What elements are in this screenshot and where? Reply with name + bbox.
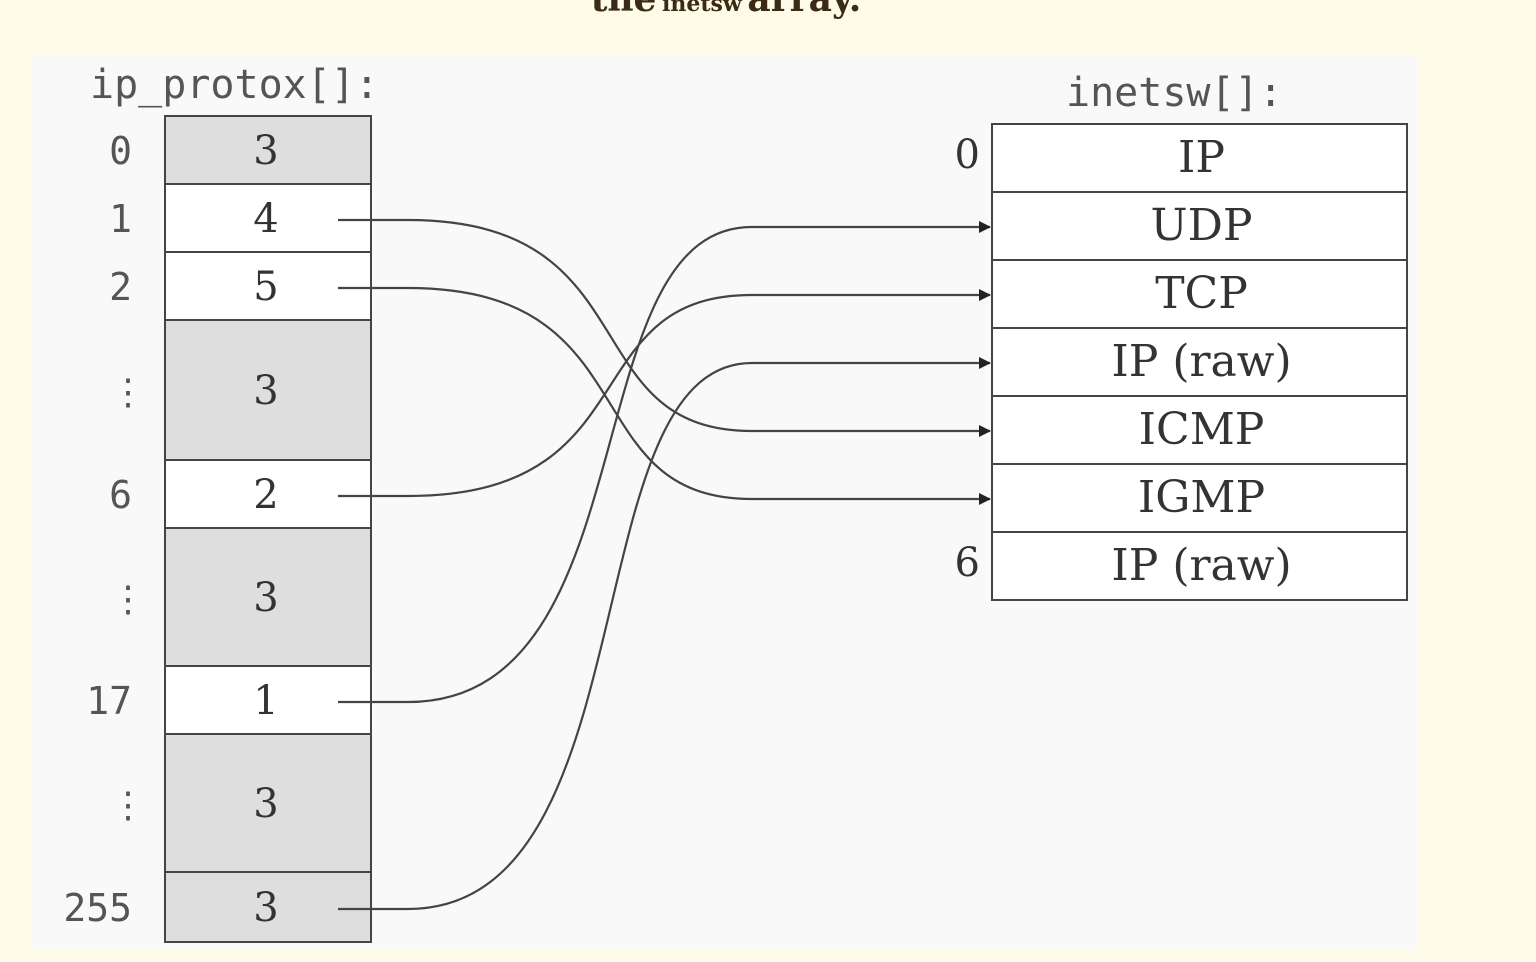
ip-protox-cell: 1 17 bbox=[86, 665, 372, 735]
inetsw-cell: IP (raw) 6 bbox=[955, 531, 1408, 601]
inetsw-cell: UDP bbox=[991, 191, 1408, 261]
ip-protox-cell-box bbox=[164, 527, 372, 667]
inetsw-label: IP bbox=[1178, 132, 1225, 183]
ip-protox-cell-box bbox=[164, 733, 372, 873]
ip-protox-cell: 3⋮ bbox=[110, 319, 372, 461]
ip-protox-cell: 3 255 bbox=[63, 871, 372, 943]
ip-protox-value: 3 bbox=[253, 885, 278, 931]
caption-suffix: array. bbox=[747, 0, 861, 20]
ip-protox-cell: 3⋮ bbox=[110, 733, 372, 873]
ip-protox-index: ⋮ bbox=[110, 785, 146, 826]
inetsw-label: IP (raw) bbox=[1111, 540, 1291, 591]
inetsw-label: TCP bbox=[1155, 268, 1248, 319]
ip-protox-value: 3 bbox=[253, 128, 278, 174]
inetsw-cell: IGMP bbox=[991, 463, 1408, 533]
ip-protox-index: ⋮ bbox=[110, 579, 146, 620]
ip-protox-cell-box bbox=[164, 115, 372, 185]
inetsw-cell-box bbox=[991, 259, 1408, 329]
inetsw-label: IP (raw) bbox=[1111, 336, 1291, 387]
inetsw-cell-box bbox=[991, 123, 1408, 193]
ip-protox-value: 3 bbox=[253, 781, 278, 827]
inetsw-label: UDP bbox=[1151, 200, 1253, 251]
ip-protox-index: 6 bbox=[109, 473, 132, 517]
ip-protox-index: 1 bbox=[109, 197, 132, 241]
inetsw-cell-box bbox=[991, 395, 1408, 465]
mapping-arrow bbox=[338, 221, 991, 704]
inetsw-cell: TCP bbox=[991, 259, 1408, 329]
ip-protox-value: 4 bbox=[253, 196, 278, 242]
ip-protox-index: 0 bbox=[109, 129, 132, 173]
ip-protox-index: 17 bbox=[86, 679, 132, 723]
mapping-arrow bbox=[338, 218, 991, 437]
inetsw-index: 0 bbox=[955, 132, 980, 178]
inetsw-label: ICMP bbox=[1139, 404, 1265, 455]
ip-protox-value: 3 bbox=[253, 575, 278, 621]
ip-protox-title: ip_protox[]: bbox=[90, 62, 379, 108]
protocol-switch-diagram: ip_protox[]: inetsw[]: 3041523⋮263⋮1173⋮… bbox=[63, 62, 1408, 943]
figure-caption: the inetsw array. bbox=[0, 0, 1452, 20]
ip-protox-cell: 3⋮ bbox=[110, 527, 372, 667]
ip-protox-value: 1 bbox=[253, 678, 278, 724]
ip-protox-cell-box bbox=[164, 183, 372, 253]
caption-prefix: the bbox=[591, 0, 657, 20]
inetsw-cell: ICMP bbox=[991, 395, 1408, 465]
inetsw-label: IGMP bbox=[1138, 472, 1265, 523]
ip-protox-index: 2 bbox=[109, 265, 132, 309]
inetsw-cell: IP 0 bbox=[955, 123, 1408, 193]
ip-protox-value: 5 bbox=[253, 264, 278, 310]
mapping-arrows bbox=[338, 218, 991, 911]
ip-protox-value: 2 bbox=[253, 472, 278, 518]
ip-protox-cell-box bbox=[164, 251, 372, 321]
ip-protox-cell: 52 bbox=[109, 251, 372, 321]
inetsw-cell-box bbox=[991, 191, 1408, 261]
ip-protox-cell: 26 bbox=[109, 459, 372, 529]
inetsw-cell-box bbox=[991, 531, 1408, 601]
caption-code: inetsw bbox=[661, 0, 742, 17]
ip-protox-cell: 41 bbox=[109, 183, 372, 253]
ip-protox-index: 255 bbox=[63, 886, 132, 930]
ip-protox-cell-box bbox=[164, 319, 372, 461]
mapping-arrow bbox=[338, 289, 991, 498]
ip-protox-value: 3 bbox=[253, 368, 278, 414]
ip-protox-cell: 30 bbox=[109, 115, 372, 185]
inetsw-cell: IP (raw) bbox=[991, 327, 1408, 397]
inetsw-title: inetsw[]: bbox=[1066, 70, 1283, 116]
inetsw-index: 6 bbox=[955, 540, 980, 586]
ip-protox-cell-box bbox=[164, 871, 372, 943]
mapping-arrow bbox=[338, 357, 991, 911]
ip-protox-index: ⋮ bbox=[110, 372, 146, 413]
